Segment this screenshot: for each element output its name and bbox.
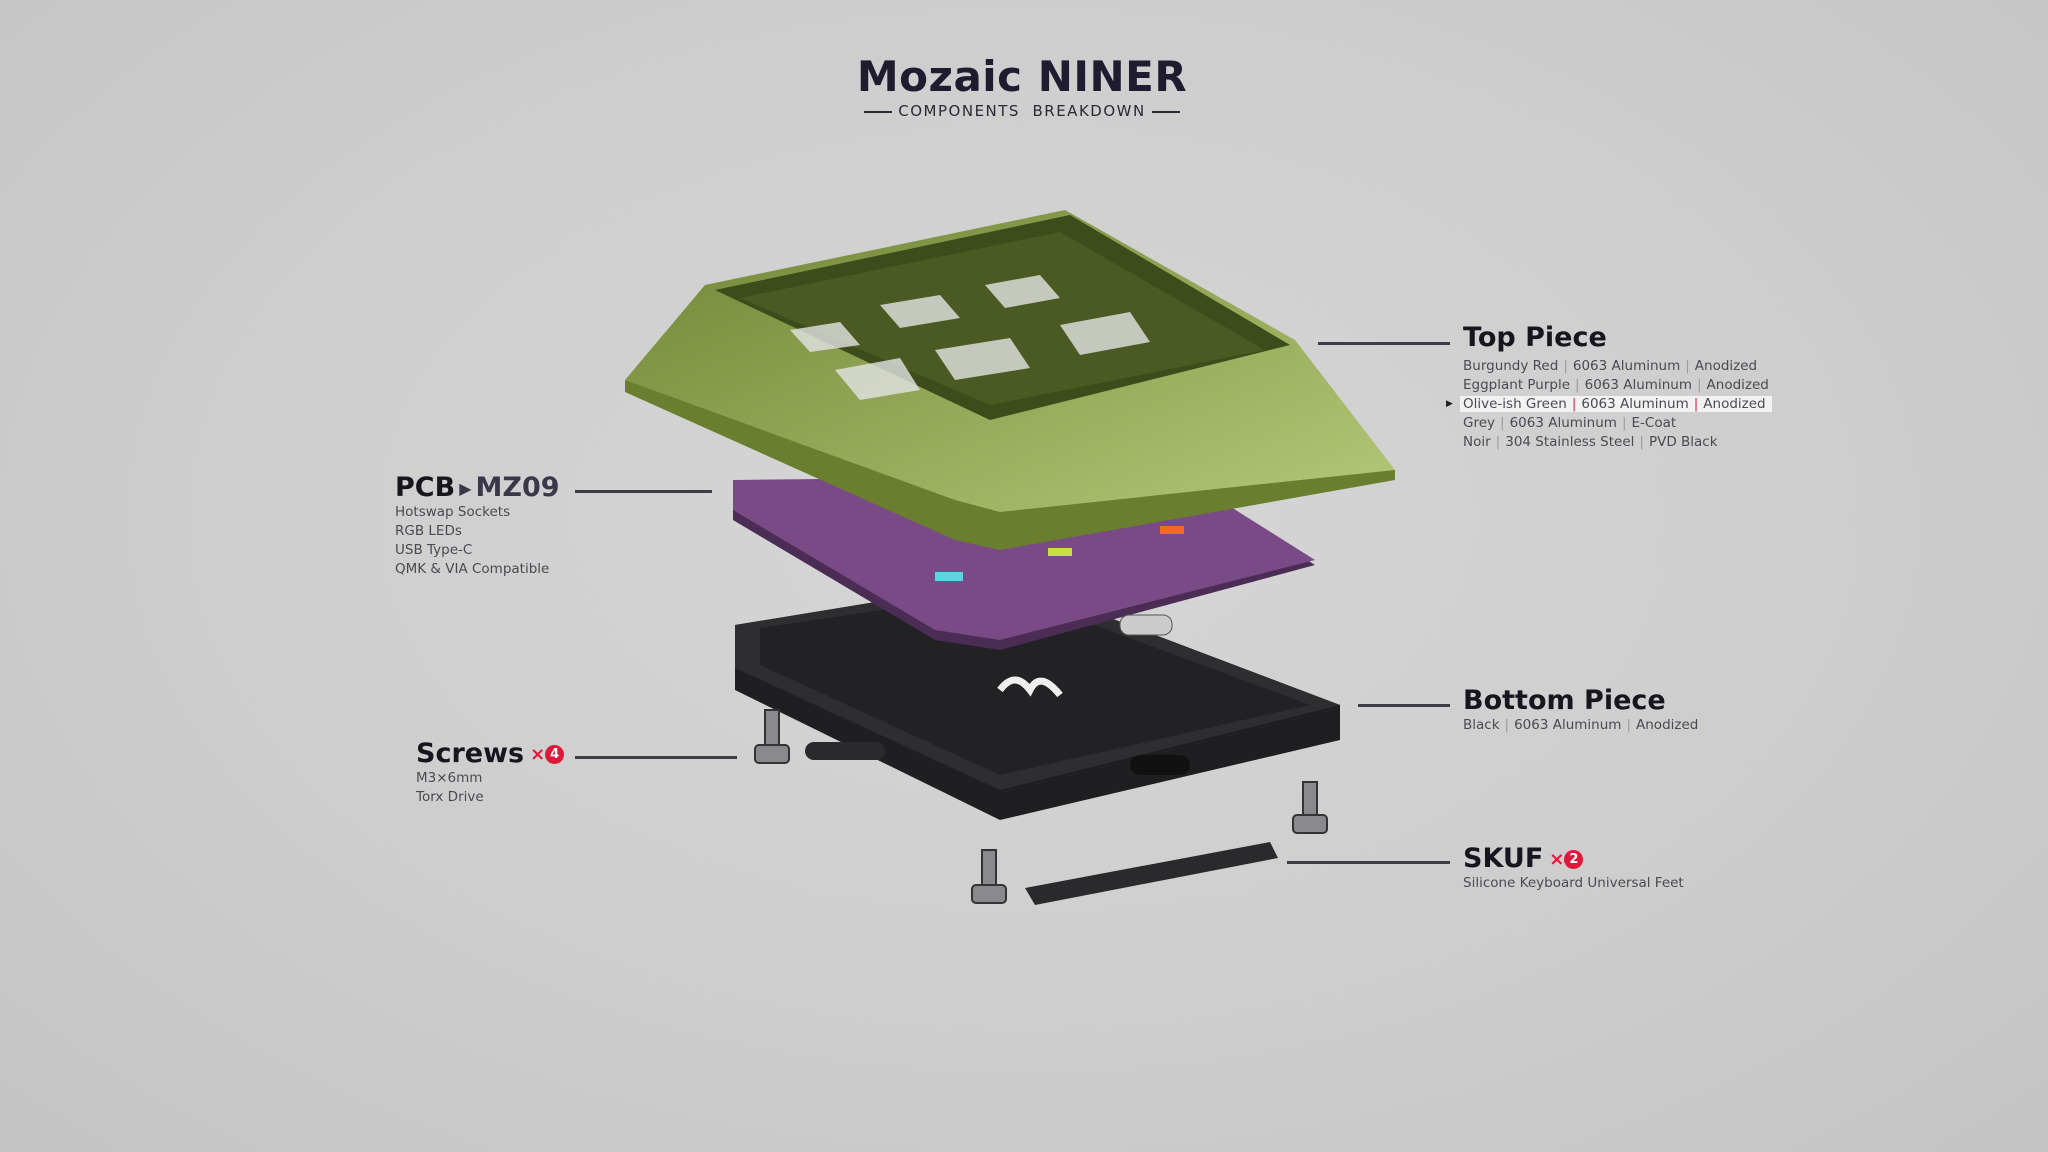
screws-leader-line <box>575 756 737 759</box>
pcb-feature: RGB LEDs <box>395 523 462 539</box>
pcb-callout: PCB▶MZ09 Hotswap Sockets RGB LEDs USB Ty… <box>395 472 560 579</box>
top-piece-title: Top Piece <box>1463 322 1607 353</box>
bottom-piece-title: Bottom Piece <box>1463 685 1666 716</box>
bottom-piece-leader-line <box>1358 704 1450 707</box>
skuf-callout: SKUF×2 Silicone Keyboard Universal Feet <box>1463 843 1684 891</box>
pcb-feature: USB Type-C <box>395 542 473 558</box>
quantity-badge: 2 <box>1564 850 1584 869</box>
screw-illustrations <box>754 709 1328 904</box>
top-piece-callout: Top Piece Burgundy Red|6063 Aluminum|Ano… <box>1446 322 1772 452</box>
screw-spec: Torx Drive <box>416 789 484 805</box>
selected-option[interactable]: ▶Olive-ish Green|6063 Aluminum|Anodized <box>1446 396 1772 412</box>
top-piece-options: Burgundy Red|6063 Aluminum|Anodized Eggp… <box>1446 357 1772 452</box>
pcb-model: MZ09 <box>475 472 560 503</box>
screws-callout: Screws×4 M3×6mm Torx Drive <box>416 738 565 807</box>
play-arrow-icon: ▶ <box>459 479 472 498</box>
option-color[interactable]: Noir <box>1463 434 1491 450</box>
bottom-piece-illustration <box>735 580 1340 820</box>
screws-title: Screws <box>416 738 525 769</box>
pcb-feature: Hotswap Sockets <box>395 504 511 520</box>
page-subtitle: COMPONENTS BREAKDOWN <box>0 102 2044 120</box>
option-color[interactable]: Burgundy Red <box>1463 358 1559 374</box>
pcb-title: PCB <box>395 472 456 503</box>
skuf-leader-line <box>1287 861 1450 864</box>
option-color[interactable]: Eggplant Purple <box>1463 377 1571 393</box>
option-color[interactable]: Grey <box>1463 415 1496 431</box>
top-piece-illustration <box>625 210 1395 550</box>
quantity-badge: 4 <box>545 745 565 764</box>
pcb-feature: QMK & VIA Compatible <box>395 561 550 577</box>
skuf-feet-illustration <box>805 742 1278 905</box>
top-piece-leader-line <box>1318 342 1450 345</box>
bottom-piece-callout: Bottom Piece Black|6063 Aluminum|Anodize… <box>1463 685 1699 733</box>
pcb-leader-line <box>575 490 712 493</box>
screw-spec: M3×6mm <box>416 770 483 786</box>
page-title: Mozaic NINER <box>856 52 1188 101</box>
skuf-description: Silicone Keyboard Universal Feet <box>1463 875 1684 891</box>
skuf-title: SKUF <box>1463 843 1544 874</box>
selected-arrow-icon: ▶ <box>1446 399 1453 409</box>
